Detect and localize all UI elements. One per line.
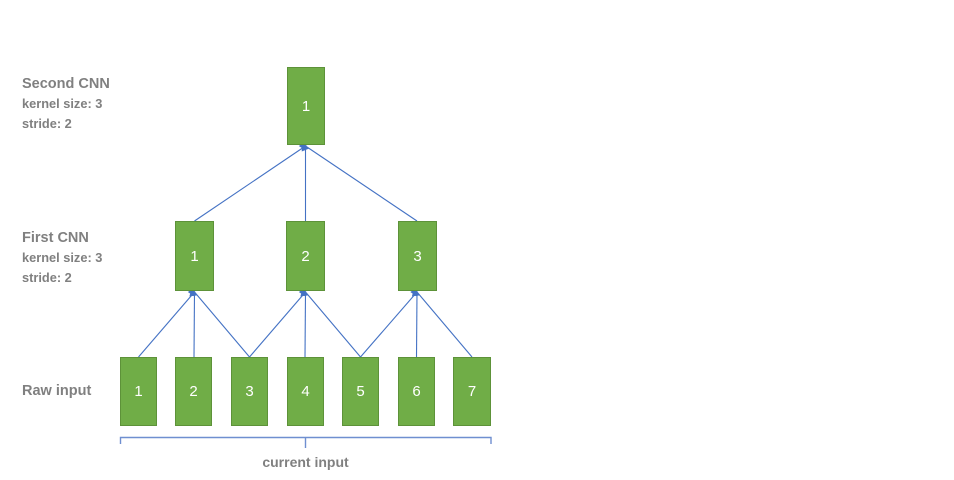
current-input-brace — [119, 436, 492, 448]
node-raw-input-6[interactable]: 6 — [398, 357, 435, 426]
row-label-first-cnn-stride: stride: 2 — [22, 270, 72, 285]
node-first-cnn-3[interactable]: 3 — [398, 221, 437, 291]
edges-first-to-second — [194, 140, 418, 222]
node-raw-input-1[interactable]: 1 — [120, 357, 157, 426]
current-input-label: current input — [262, 454, 349, 470]
node-raw-input-2[interactable]: 2 — [175, 357, 212, 426]
row-label-first-cnn-kernel: kernel size: 3 — [22, 250, 103, 265]
node-first-cnn-1[interactable]: 1 — [175, 221, 214, 291]
row-label-second-cnn-kernel: kernel size: 3 — [22, 96, 103, 111]
row-label-raw-input: Raw input — [22, 381, 91, 401]
row-label-second-cnn-stride: stride: 2 — [22, 116, 72, 131]
edges-raw-to-first — [138, 287, 473, 358]
node-raw-input-3[interactable]: 3 — [231, 357, 268, 426]
row-label-second-cnn-title: Second CNN — [22, 76, 110, 92]
node-raw-input-7[interactable]: 7 — [453, 357, 491, 426]
node-raw-input-5[interactable]: 5 — [342, 357, 379, 426]
node-raw-input-4[interactable]: 4 — [287, 357, 324, 426]
node-first-cnn-2[interactable]: 2 — [286, 221, 325, 291]
row-label-first-cnn: First CNN kernel size: 3 stride: 2 — [22, 228, 102, 288]
row-label-first-cnn-title: First CNN — [22, 230, 89, 246]
node-second-cnn-1[interactable]: 1 — [287, 67, 325, 145]
row-label-second-cnn: Second CNN kernel size: 3 stride: 2 — [22, 74, 110, 134]
row-label-raw-input-title: Raw input — [22, 383, 92, 399]
